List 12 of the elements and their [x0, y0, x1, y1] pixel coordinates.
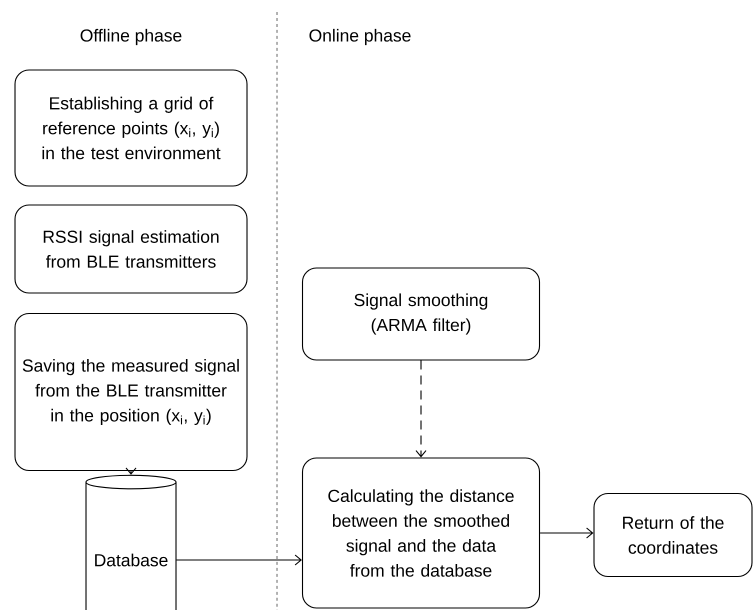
process-box: RSSI signal estimation from BLE transmitters	[14, 204, 248, 294]
phase-heading: Online phase	[309, 28, 411, 46]
process-box: Calculating the distance between the smoothed signal and the data from the database	[302, 457, 540, 609]
database-cylinder: Database	[85, 474, 177, 610]
process-box: Signal smoothing (ARMA filter)	[302, 267, 540, 361]
phase-heading: Offline phase	[80, 28, 182, 46]
process-box: Saving the measured signal from the BLE transmitter in the position (x$_{i}$, y$_{i}$)	[14, 312, 248, 472]
arrow	[416, 360, 426, 458]
process-box: Return of the coordinates	[593, 492, 753, 578]
arrow	[176, 554, 302, 566]
process-box: Establishing a grid of reference points (x$_{i}$, y$_{i}$) in the test environment	[14, 69, 248, 187]
arrow	[540, 528, 594, 538]
